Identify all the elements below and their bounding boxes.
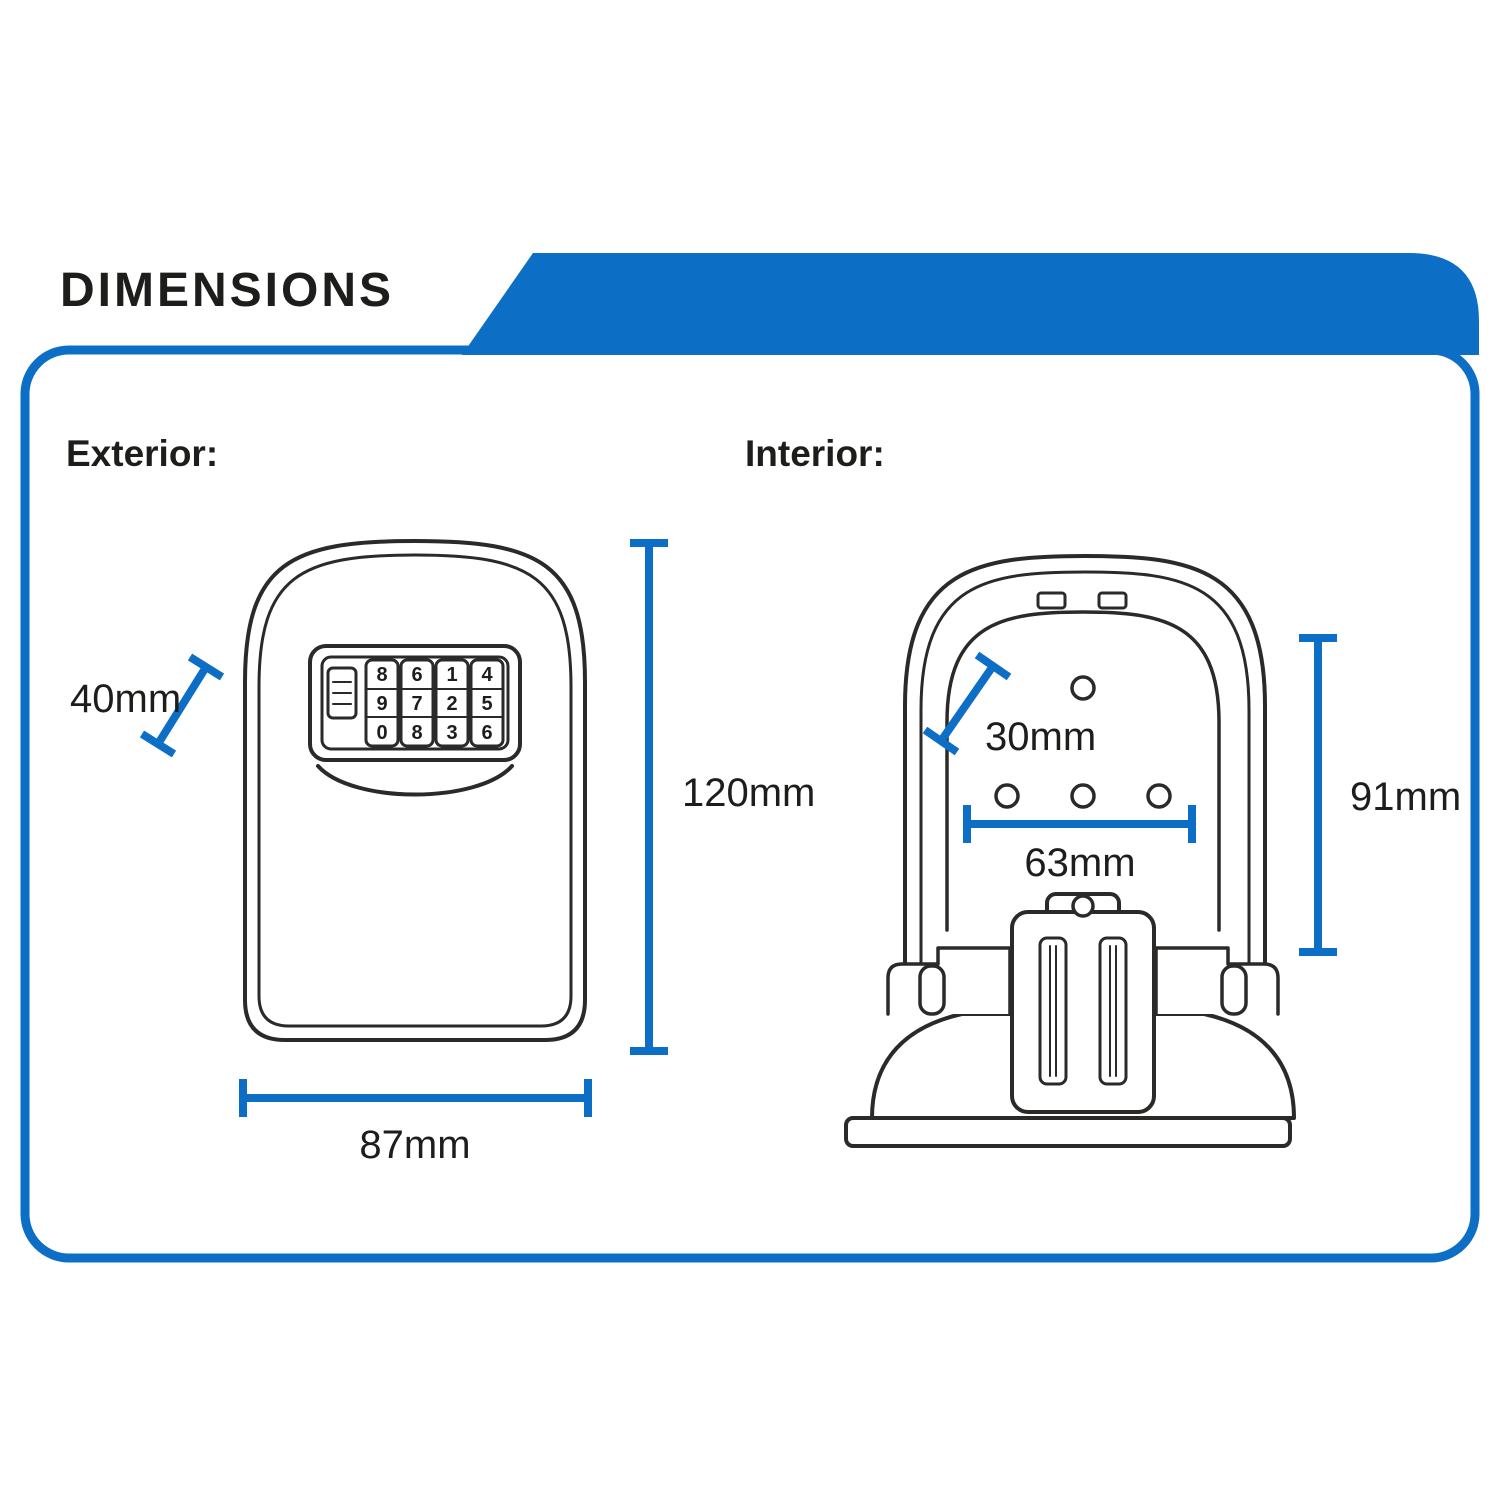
dimension-labels: 40mm 120mm 87mm 30mm 63mm 91mm — [70, 677, 1461, 1167]
dimension-cap — [139, 730, 177, 758]
wheel-digit: 6 — [411, 664, 422, 686]
exterior-drawing — [243, 539, 587, 1042]
exterior-depth-label: 40mm — [70, 677, 181, 721]
interior-depth-dimension — [922, 651, 1012, 756]
dial-panel — [308, 644, 522, 762]
header-swoosh — [462, 253, 1479, 355]
cover-inner-line — [919, 570, 1251, 970]
interior-drawing — [844, 554, 1296, 1148]
combination-wheel — [399, 658, 435, 748]
wheel-digit: 5 — [481, 693, 492, 715]
exterior-height-dimension — [630, 539, 668, 1055]
interior-width-label: 63mm — [1024, 841, 1135, 885]
dimension-cap — [922, 726, 960, 756]
dimension-line — [937, 663, 997, 744]
exterior-height-label: 120mm — [682, 771, 815, 815]
post-right — [1220, 964, 1248, 1016]
wheel-digit: 0 — [376, 722, 387, 744]
interior-height-label: 91mm — [1350, 775, 1461, 819]
post-left — [918, 964, 946, 1016]
mounting-hole-left — [994, 783, 1020, 809]
combination-wheel — [434, 658, 470, 748]
mounting-hole-center — [1070, 783, 1096, 809]
latch-knob — [1071, 894, 1095, 918]
dimension-cap — [187, 653, 225, 681]
exterior-width-label: 87mm — [359, 1123, 470, 1167]
hinge-slot-right — [1097, 591, 1128, 610]
dimension-annotations — [139, 539, 1337, 1117]
combination-wheel — [364, 658, 400, 748]
wheel-digit: 6 — [481, 722, 492, 744]
mounting-hole-right — [1146, 783, 1172, 809]
wheel-digit: 2 — [446, 693, 457, 715]
safe-body-outline — [243, 539, 587, 1042]
wheel-digits: 8 9 0 6 7 8 1 2 3 4 5 6 — [376, 664, 493, 744]
grip-recess — [316, 764, 514, 797]
wheel-digit: 9 — [376, 693, 387, 715]
interior-width-dimension — [963, 805, 1196, 843]
exterior-depth-dimension — [139, 653, 225, 758]
interior-section-label: Interior: — [745, 433, 885, 474]
mounting-hole-top — [1070, 675, 1096, 701]
safe-body-inner-line — [257, 553, 573, 1028]
combination-wheels — [364, 658, 505, 748]
cover-outer-outline — [903, 554, 1267, 970]
dial-panel-inner — [320, 655, 510, 751]
wheel-digit: 7 — [411, 693, 422, 715]
dimension-cap — [974, 651, 1012, 681]
base-plate — [844, 1116, 1292, 1148]
wheel-digit: 4 — [481, 664, 493, 686]
wheel-digit: 3 — [446, 722, 457, 744]
combination-wheel — [469, 658, 505, 748]
latch-tower — [1010, 910, 1156, 1114]
wheel-digit: 8 — [411, 722, 422, 744]
release-slider — [326, 666, 358, 720]
latch-rib-left — [1038, 936, 1068, 1086]
hinge-slot-left — [1036, 591, 1067, 610]
interior-depth-label: 30mm — [985, 715, 1096, 759]
exterior-width-dimension — [239, 1079, 592, 1117]
dimension-line — [154, 664, 210, 747]
wheel-digit: 8 — [376, 664, 387, 686]
interior-height-dimension — [1299, 634, 1337, 956]
exterior-section-label: Exterior: — [66, 433, 218, 474]
page-title: DIMENSIONS — [60, 264, 394, 317]
back-plate — [945, 610, 1221, 932]
latch-rib-right — [1098, 936, 1128, 1086]
wheel-digit: 1 — [446, 664, 457, 686]
